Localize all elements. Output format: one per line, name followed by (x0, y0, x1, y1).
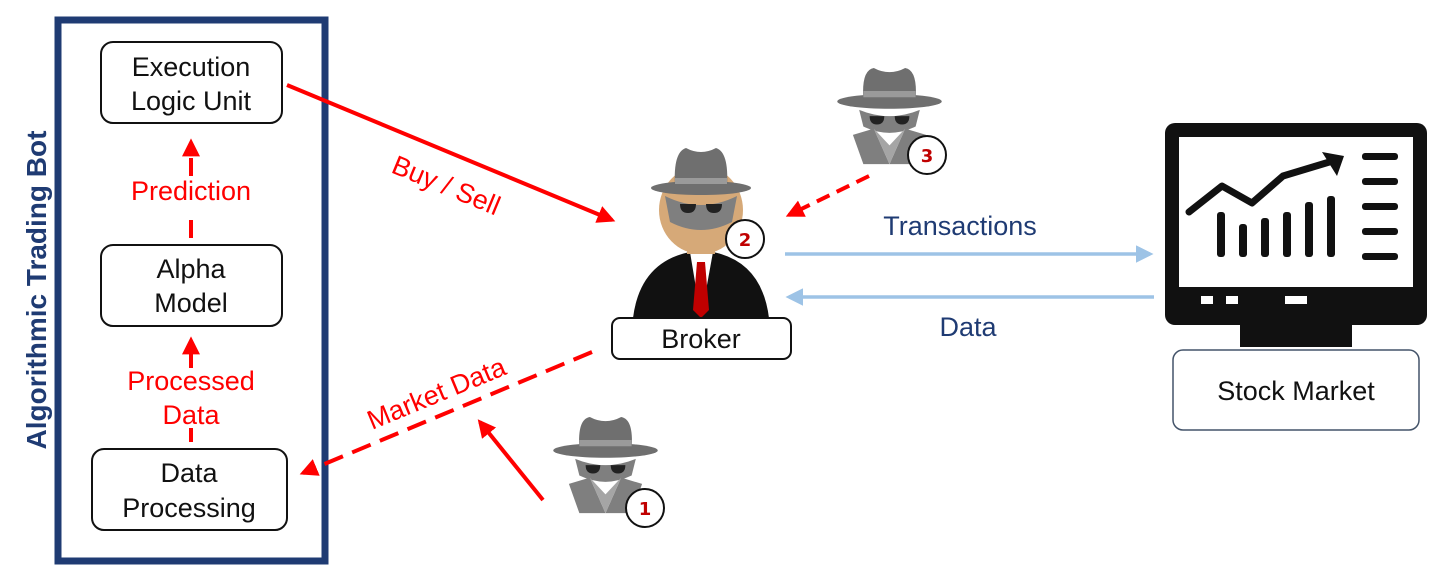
transactions-label: Transactions (883, 211, 1037, 241)
attacker-3-number: 3 (921, 146, 934, 167)
execution-label-line2: Logic Unit (131, 86, 252, 116)
alpha-label-line2: Model (154, 288, 228, 318)
buy-sell-arrow (286, 83, 616, 223)
stock-market-label-box: Stock Market (1172, 349, 1420, 431)
monitor-chart-icon (1165, 123, 1427, 347)
trading-bot-frame (54, 16, 329, 565)
data-label: Data (939, 312, 997, 342)
alpha-model-box: Alpha Model (100, 244, 283, 327)
data-processing-line1: Data (160, 458, 218, 488)
execution-label-line1: Execution (132, 52, 251, 82)
attacker-1-number: 1 (639, 499, 652, 520)
data-processing-box: Data Processing (91, 448, 288, 531)
data-processing-line2: Processing (122, 493, 256, 523)
trading-bot-title: Algorithmic Trading Bot (21, 131, 52, 450)
processed-label-line2: Data (162, 400, 220, 430)
broker-person-icon (633, 148, 769, 318)
prediction-label: Prediction (131, 176, 251, 206)
attacker-2-badge: 2 (725, 219, 765, 259)
processed-label-line1: Processed (127, 366, 255, 396)
broker-label-box: Broker (611, 317, 792, 360)
attacker-1-injection-arrow (477, 419, 545, 502)
attacker-3-arrow (785, 174, 870, 217)
attacker-2-number: 2 (739, 230, 752, 251)
attacker-3-badge: 3 (907, 135, 947, 175)
buy-sell-label: Buy / Sell (388, 150, 505, 221)
attacker-1-badge: 1 (625, 488, 665, 528)
broker-label: Broker (661, 324, 741, 354)
market-data-label: Market Data (363, 351, 511, 435)
alpha-label-line1: Alpha (156, 254, 226, 284)
stock-market-label: Stock Market (1217, 376, 1375, 406)
market-data-arrow (299, 350, 593, 476)
execution-logic-unit-box: Execution Logic Unit (100, 41, 283, 124)
